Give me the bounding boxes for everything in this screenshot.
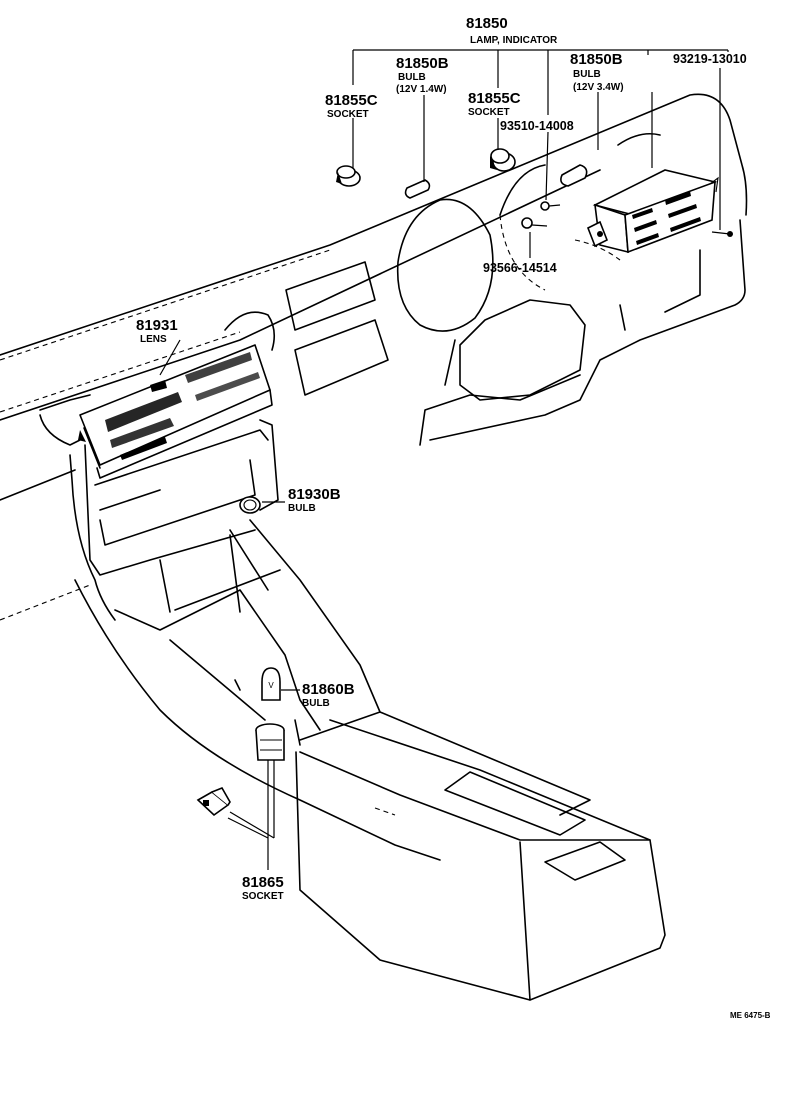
socket-left-number: 81855C [325, 92, 378, 109]
socket-mid-name: SOCKET [468, 107, 510, 118]
label-81850b-small: 81850B BULB (12V 1.4W) [396, 55, 449, 95]
lamp-indicator-number: 81850 [466, 15, 508, 32]
socket-865-number: 81865 [242, 874, 284, 891]
bulb-large-spec: (12V 3.4W) [573, 82, 624, 93]
lens-cluster [78, 344, 273, 479]
label-81855c-mid: 81855C SOCKET [468, 90, 521, 118]
lens-name: LENS [140, 334, 167, 345]
small-parts: V [196, 148, 733, 839]
bulb-930-number: 81930B [288, 486, 341, 503]
label-81850: 81850 LAMP, INDICATOR [466, 15, 558, 46]
leader-lines [159, 49, 729, 870]
label-81930b: 81930B BULB [288, 486, 341, 514]
bulb-small-spec: (12V 1.4W) [396, 84, 447, 95]
bulb-860-name: BULB [302, 698, 330, 709]
label-81850b-large: 81850B BULB (12V 3.4W) [570, 51, 624, 93]
bulb-930-name: BULB [288, 503, 316, 514]
screw-a-number: 93510-14008 [500, 119, 574, 133]
indicator-lamp-assembly [586, 169, 719, 254]
socket-left-name: SOCKET [327, 109, 369, 120]
lens-number: 81931 [136, 317, 178, 334]
screw-number: 93219-13010 [673, 52, 747, 66]
label-81865: 81865 SOCKET [242, 874, 284, 902]
bulb-small-name: BULB [398, 72, 426, 83]
bulb-large-name: BULB [573, 69, 601, 80]
label-81855c-left: 81855C SOCKET [325, 92, 378, 120]
label-81931: 81931 LENS [136, 317, 178, 345]
bulb-filament-glyph: V [268, 681, 274, 690]
bulb-large-number: 81850B [570, 51, 623, 68]
bulb-small-number: 81850B [396, 55, 449, 72]
socket-mid-number: 81855C [468, 90, 521, 107]
reference-code: ME 6475-B [730, 1011, 771, 1020]
label-81860b: 81860B BULB [302, 681, 355, 709]
dashboard-outline [0, 93, 748, 1001]
screw-b-number: 93566-14514 [483, 261, 557, 275]
bulb-860-number: 81860B [302, 681, 355, 698]
lamp-indicator-name: LAMP, INDICATOR [470, 35, 558, 46]
socket-865-name: SOCKET [242, 891, 284, 902]
